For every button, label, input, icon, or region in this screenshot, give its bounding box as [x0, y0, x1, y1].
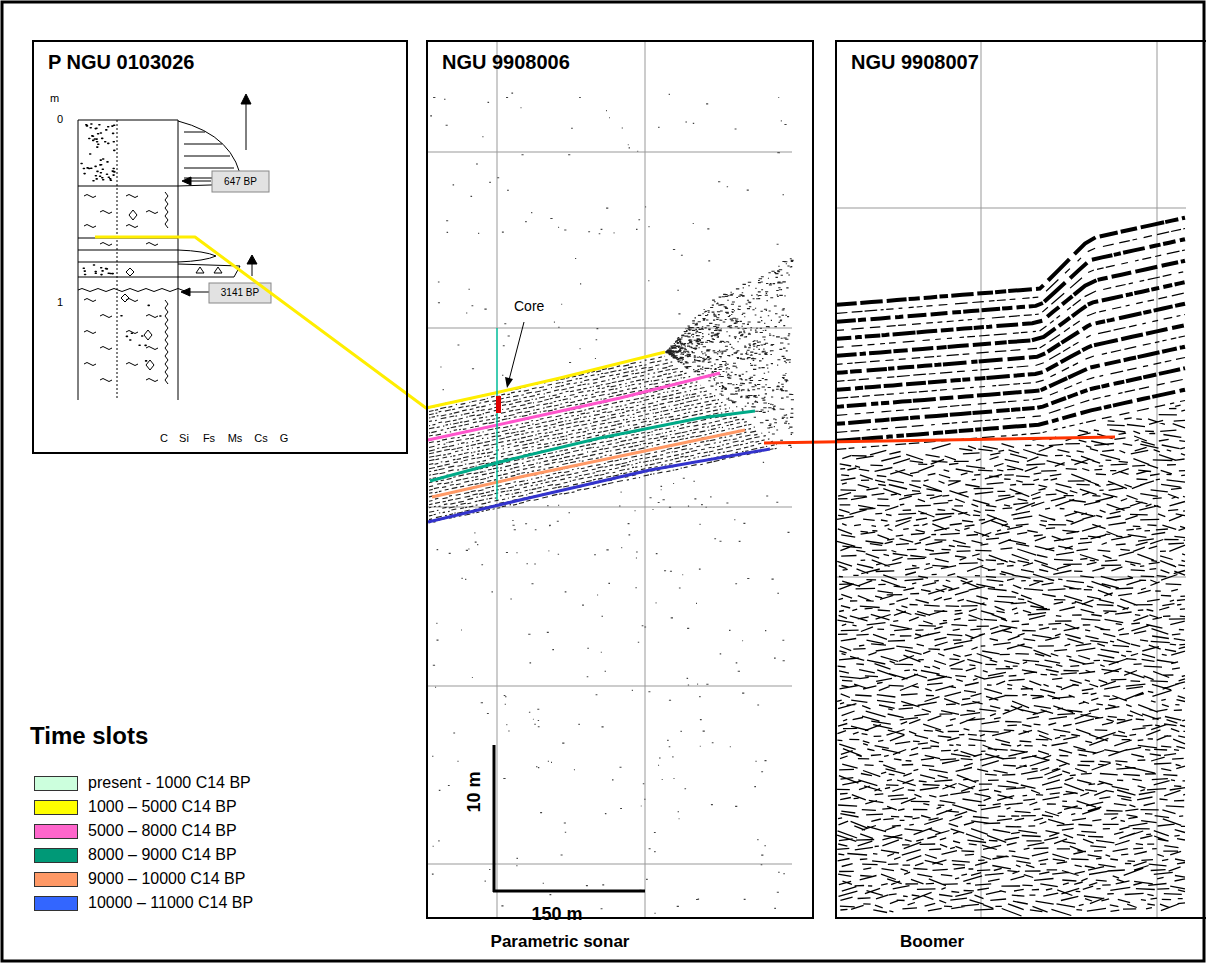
- core-pointer-head: [505, 377, 513, 388]
- clay-marks: [84, 195, 158, 382]
- profile-panel: NGU 9908006: [426, 40, 814, 919]
- core-log: [78, 94, 257, 400]
- correlation-line: [764, 437, 1115, 443]
- profile-caption: Parametric sonar: [491, 932, 630, 952]
- boomer-reflectors-thin: [837, 229, 1185, 450]
- boomer-texture: [837, 218, 1185, 916]
- legend-swatch: [34, 872, 78, 887]
- panel-title: NGU 9908006: [428, 42, 812, 74]
- grain-size-axis: C: [160, 432, 168, 445]
- legend-text: 9000 – 10000 C14 BP: [88, 870, 245, 888]
- core-pointer: [509, 322, 524, 380]
- date-label: 3141 BP: [221, 287, 259, 299]
- boomer-noise: [837, 405, 1185, 916]
- legend-swatch: [34, 824, 78, 839]
- sonar-texture: [429, 93, 794, 913]
- legend-swatch: [34, 848, 78, 863]
- grain-size-axis: Ms: [228, 432, 243, 445]
- legend-text: 10000 – 11000 C14 BP: [88, 894, 253, 912]
- panel-title: NGU 9908007: [837, 42, 1206, 74]
- axis-unit: m: [50, 92, 59, 105]
- profile-caption: Boomer: [900, 932, 964, 952]
- boomer-grid: [837, 42, 1186, 917]
- core-position: [496, 328, 498, 500]
- grain-size-axis: Cs: [254, 432, 267, 445]
- boomer-reflectors: [837, 218, 1185, 441]
- sonar-layers: [429, 356, 780, 523]
- lithology-marks: [81, 124, 161, 382]
- grain-size-axis: G: [280, 432, 289, 445]
- depth-tick: 1: [57, 296, 63, 309]
- legend-text: 8000 – 9000 C14 BP: [88, 846, 237, 864]
- legend-text: present - 1000 C14 BP: [88, 774, 251, 792]
- sonar-noise: [430, 93, 789, 913]
- core-sample: [496, 396, 501, 413]
- sonar-grid: [428, 42, 792, 917]
- profile-panel: P NGU 0103026: [32, 40, 408, 454]
- core-label: Core: [514, 298, 544, 314]
- panel-title: P NGU 0103026: [34, 42, 406, 74]
- legend-text: 5000 – 8000 C14 BP: [88, 822, 237, 840]
- scale-label: 150 m: [531, 904, 582, 925]
- legend-title: Time slots: [30, 722, 148, 750]
- legend-swatch: [34, 896, 78, 911]
- sonar-shelf: [665, 259, 794, 448]
- legend-swatch: [34, 800, 78, 815]
- date-box: [212, 171, 269, 192]
- legend-text: 1000 – 5000 C14 BP: [88, 798, 237, 816]
- scale-label: 10 m: [464, 771, 485, 812]
- date-label: 647 BP: [224, 176, 257, 188]
- grain-size-axis: Si: [179, 432, 189, 445]
- reflectors: [95, 237, 770, 522]
- grain-size-axis: Fs: [203, 432, 215, 445]
- depth-tick: 0: [57, 113, 63, 126]
- legend-swatch: [34, 776, 78, 791]
- profile-panel: NGU 9908007: [835, 40, 1206, 919]
- scale-bar: [493, 745, 645, 892]
